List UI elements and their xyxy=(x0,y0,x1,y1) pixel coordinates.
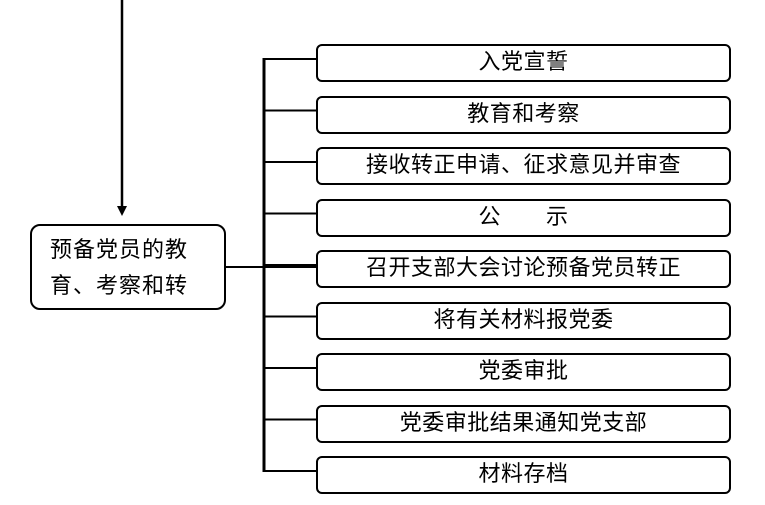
step-label: 教育和考察 xyxy=(467,101,580,127)
step-label: 党委审批结果通知党支部 xyxy=(399,410,648,436)
step-label: 入党宣誓 xyxy=(478,50,569,75)
step-label: 材料存档 xyxy=(478,462,569,487)
step-label: 召开支部大会讨论预备党员转正 xyxy=(365,256,681,281)
step-box: 召开支部大会讨论预备党员转正 xyxy=(316,250,731,288)
step-box: 将有关材料报党委 xyxy=(316,301,731,340)
branch-lines xyxy=(264,58,316,472)
step-box: 公 示 xyxy=(316,198,731,237)
step-box: 党委审批结果通知党支部 xyxy=(316,404,731,443)
step-label: 将有关材料报党委 xyxy=(433,307,614,333)
main-node: 预备党员的教 育、考察和转 xyxy=(30,224,226,310)
step-label: 公 示 xyxy=(478,204,569,230)
step-box: 接收转正申请、征求意见并审查 xyxy=(316,147,731,185)
step-box: 入党宣誓 xyxy=(316,44,731,82)
step-box: 材料存档 xyxy=(316,456,731,494)
main-node-line1: 预备党员的教 xyxy=(50,238,189,263)
main-node-line2: 育、考察和转 xyxy=(50,274,189,299)
step-box: 教育和考察 xyxy=(316,95,731,134)
step-box: 党委审批 xyxy=(316,353,731,391)
step-label: 党委审批 xyxy=(478,359,569,384)
step-label: 接收转正申请、征求意见并审查 xyxy=(365,153,681,178)
